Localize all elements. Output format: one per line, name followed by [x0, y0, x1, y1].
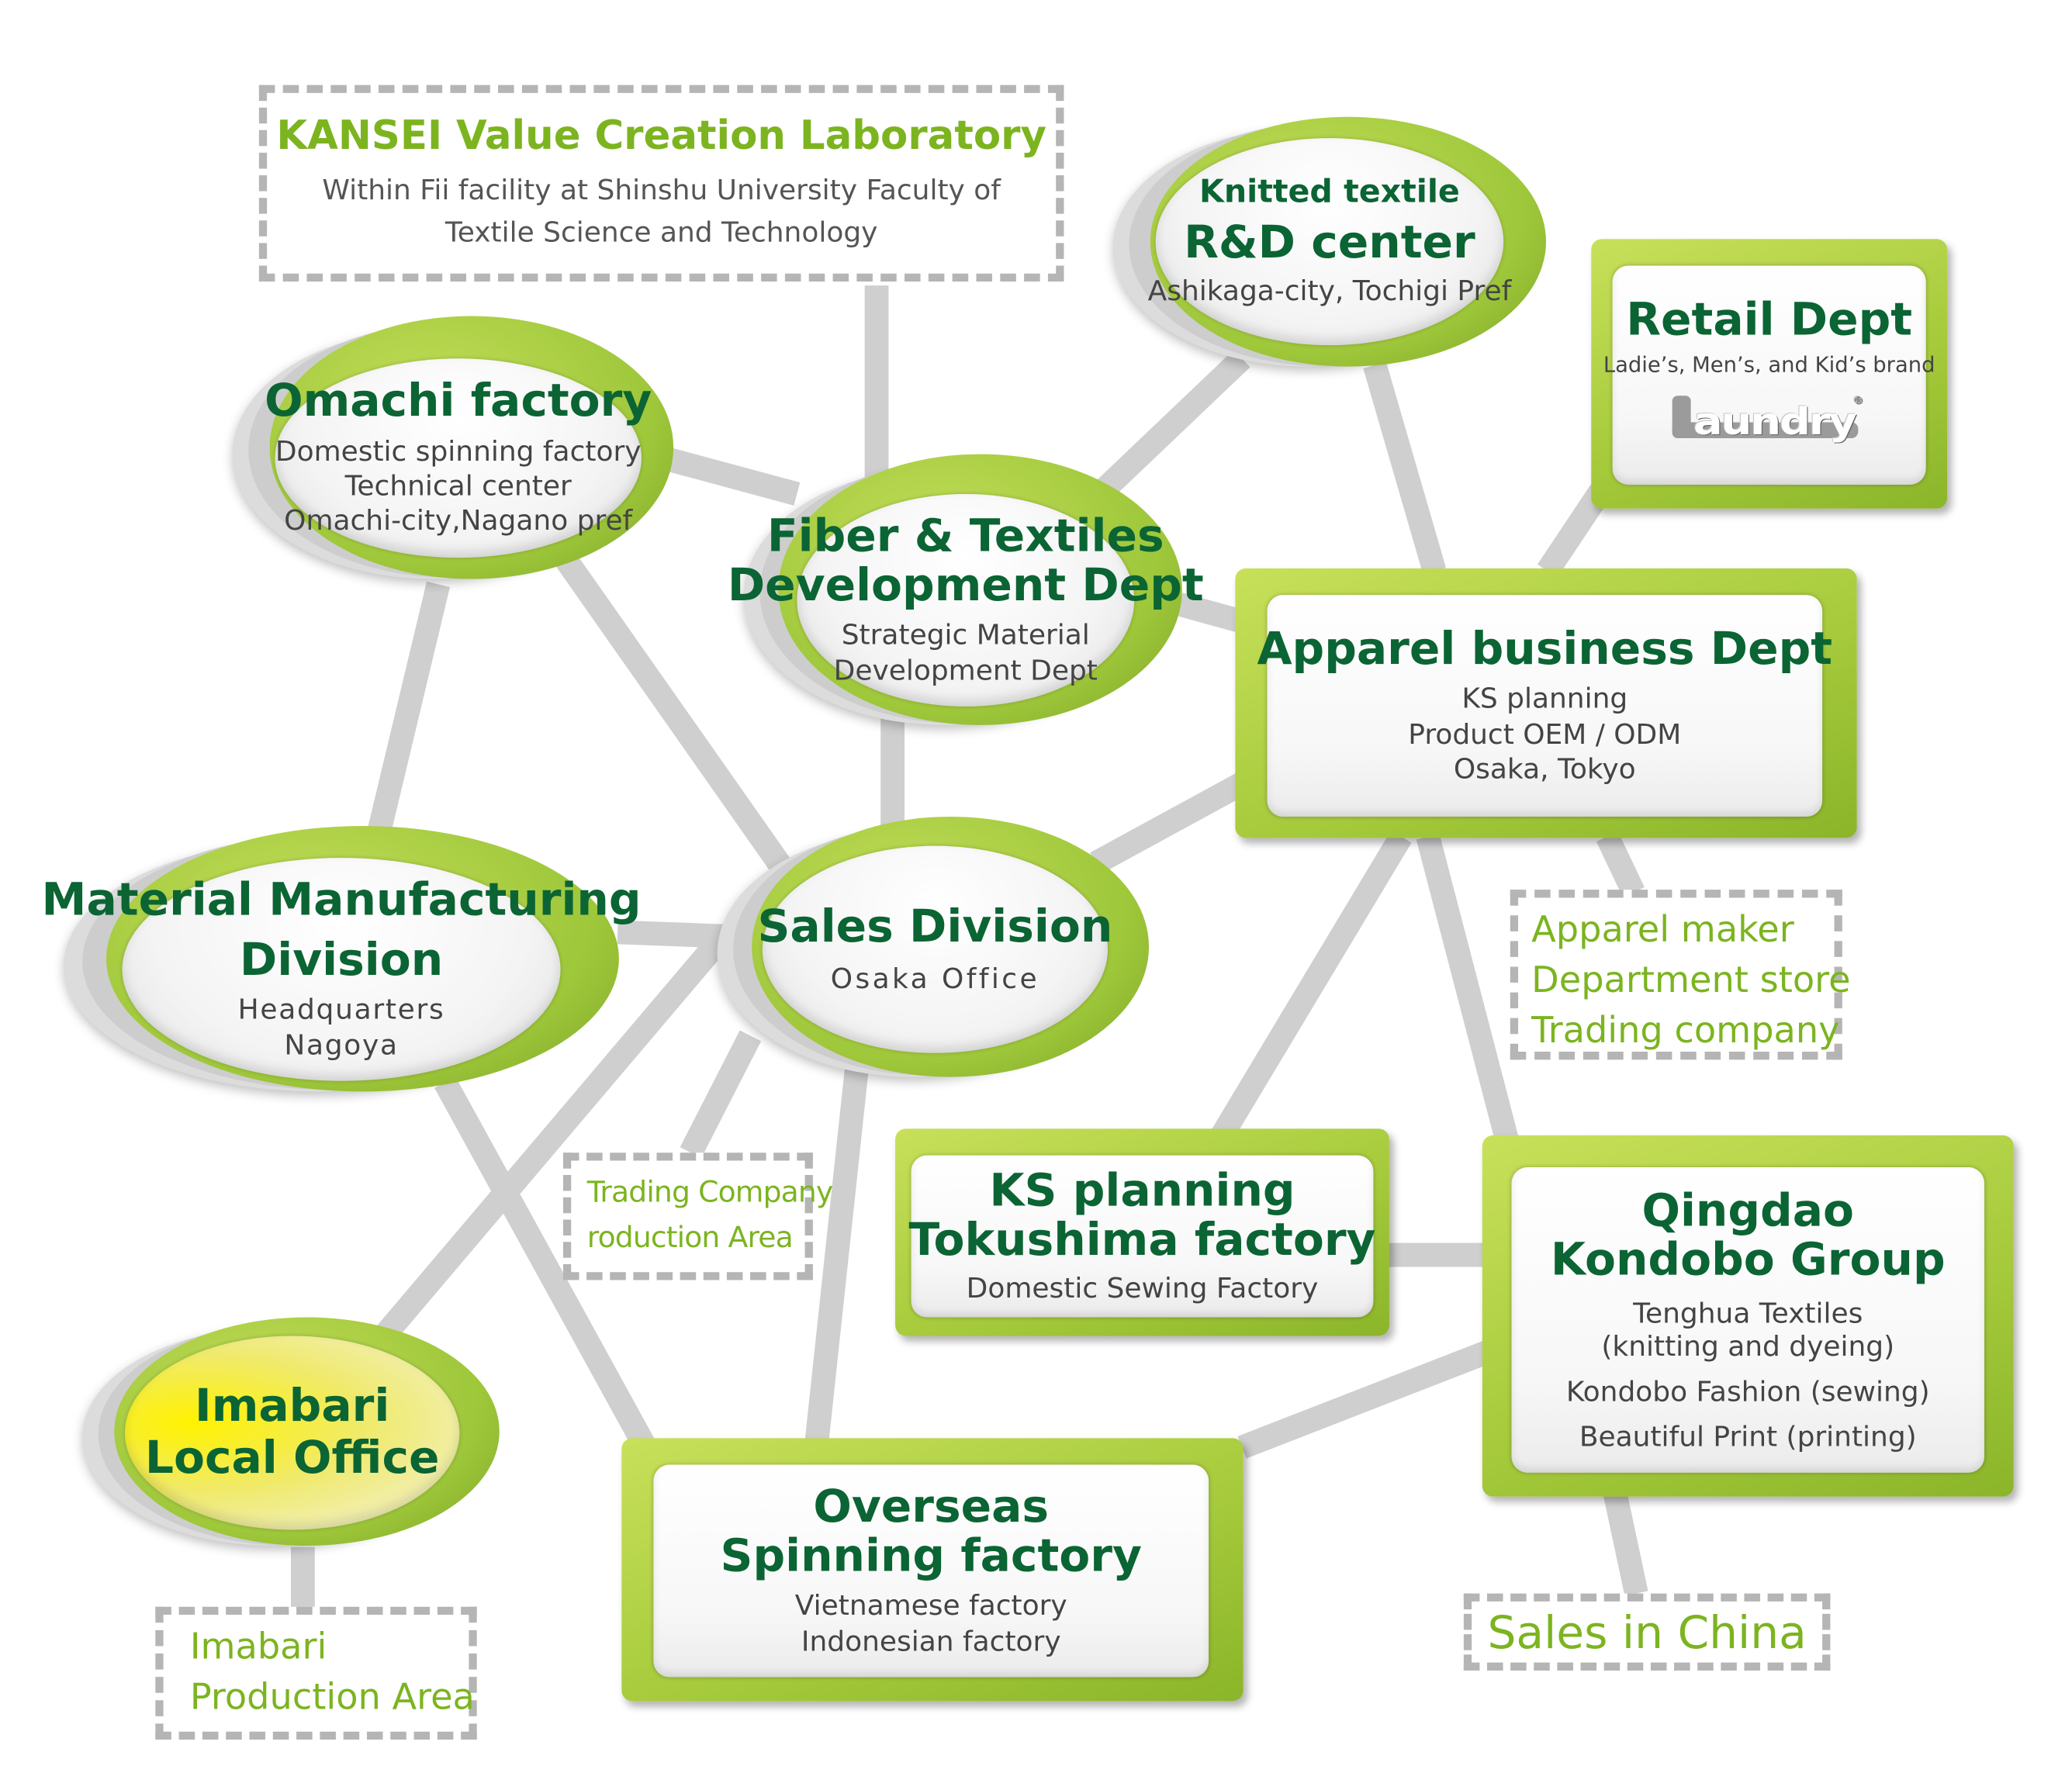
- material-line: Headquarters: [237, 993, 445, 1026]
- sales-division-node: Sales Division Osaka Office: [717, 817, 1150, 1082]
- omachi-title: Omachi factory: [265, 375, 652, 428]
- sales-in-china-box: Sales in China: [1463, 1593, 1831, 1671]
- retail-title: Retail Dept: [1626, 292, 1913, 347]
- overseas-spinning-node: Overseas Spinning factory Vietnamese fac…: [621, 1438, 1244, 1702]
- overseas-title-line: Spinning factory: [720, 1529, 1142, 1583]
- qingdao-line: Tenghua Textiles: [1633, 1298, 1863, 1330]
- kansei-lab-title: KANSEI Value Creation Laboratory: [276, 112, 1046, 160]
- link-material-overseas: [434, 1076, 655, 1451]
- qingdao-line: Kondobo Fashion (sewing): [1565, 1375, 1930, 1408]
- qingdao-kondobo-node: Qingdao Kondobo Group Tenghua Textiles (…: [1482, 1135, 2014, 1497]
- qingdao-title-line: Kondobo Group: [1550, 1233, 1946, 1287]
- fiber-textiles-dept-node: Fiber & Textiles Development Dept Strate…: [728, 454, 1204, 731]
- svg-text:aundry: aundry: [1693, 402, 1857, 444]
- fiber-title-line: Fiber & Textiles: [766, 510, 1164, 564]
- trading-company-box: Trading Company roduction Area: [562, 1152, 833, 1280]
- qingdao-line: Beautiful Print (printing): [1579, 1420, 1917, 1453]
- sales-china-label: Sales in China: [1487, 1606, 1807, 1660]
- link-qingdao-china: [1602, 1484, 1648, 1596]
- link-apparel-qingdao: [1416, 833, 1520, 1146]
- overseas-line: Vietnamese factory: [794, 1590, 1067, 1622]
- omachi-line: Omachi-city,Nagano pref: [284, 505, 633, 537]
- fiber-subline: Development Dept: [833, 654, 1098, 686]
- apparel-line: Product OEM / ODM: [1408, 717, 1682, 750]
- overseas-title-line: Overseas: [813, 1481, 1050, 1534]
- link-material-sales: [617, 920, 725, 949]
- knitted-location: Ashikaga-city, Tochigi Pref: [1147, 275, 1512, 307]
- imabari-title-line: Imabari: [195, 1380, 390, 1433]
- laundry-logo: aundry ®: [1669, 392, 1869, 454]
- customer-type: Department store: [1531, 959, 1851, 1001]
- sales-office: Osaka Office: [830, 962, 1040, 995]
- retail-brand-line: Ladie’s, Men’s, and Kid’s brand: [1603, 352, 1935, 378]
- link-qingdao-overseas: [1237, 1340, 1493, 1459]
- material-manufacturing-node: Material Manufacturing Division Headquar…: [42, 825, 642, 1097]
- link-fiber-apparel: [1176, 593, 1246, 634]
- imabari-local-office-node: Imabari Local Office: [82, 1317, 500, 1551]
- material-line: Nagoya: [284, 1028, 399, 1061]
- customer-type: Trading company: [1531, 1010, 1840, 1052]
- imabari-production-line: Production Area: [189, 1677, 475, 1719]
- imabari-title-line: Local Office: [144, 1431, 440, 1485]
- link-sales-imabari: [375, 935, 727, 1342]
- link-apparel-note: [1596, 831, 1645, 898]
- ks-title-line: KS planning: [989, 1164, 1295, 1218]
- trading-line: roduction Area: [586, 1222, 794, 1256]
- trading-line: Trading Company: [586, 1177, 833, 1210]
- link-knitted-fiber: [1094, 350, 1250, 500]
- apparel-business-dept-node: Apparel business Dept KS planning Produc…: [1235, 568, 1857, 838]
- material-title-line: Material Manufacturing: [41, 873, 642, 928]
- link-retail-apparel: [1537, 484, 1611, 578]
- overseas-line: Indonesian factory: [801, 1625, 1061, 1657]
- apparel-line: KS planning: [1461, 682, 1628, 715]
- knitted-kicker: Knitted textile: [1199, 171, 1460, 209]
- link-sales-overseas: [804, 1067, 869, 1443]
- link-omachi-sales: [555, 551, 794, 877]
- material-title-line: Division: [239, 933, 444, 987]
- qingdao-line: (knitting and dyeing): [1601, 1329, 1895, 1362]
- omachi-factory-node: Omachi factory Domestic spinning factory…: [232, 316, 674, 585]
- omachi-line: Technical center: [344, 470, 572, 503]
- link-sales-trading: [680, 1030, 762, 1159]
- ks-tokushima-node: KS planning Tokushima factory Domestic S…: [895, 1128, 1389, 1336]
- fiber-title-line: Development Dept: [727, 558, 1204, 612]
- laundry-logo-mark: aundry ®: [1672, 395, 1863, 444]
- imabari-production-line: Imabari: [189, 1626, 327, 1668]
- link-knitted-apparel: [1363, 361, 1446, 575]
- kansei-lab-box: KANSEI Value Creation Laboratory Within …: [258, 85, 1064, 282]
- ks-title-line: Tokushima factory: [908, 1213, 1376, 1267]
- link-omachi-material: [366, 581, 451, 837]
- link-omachi-fiber: [661, 446, 801, 506]
- knitted-title: R&D center: [1184, 216, 1475, 271]
- qingdao-title-line: Qingdao: [1641, 1184, 1855, 1238]
- retail-dept-node: Retail Dept Ladie’s, Men’s, and Kid’s br…: [1591, 239, 1948, 509]
- omachi-line: Domestic spinning factory: [275, 435, 642, 468]
- fiber-subline: Strategic Material: [841, 619, 1090, 651]
- apparel-line: Osaka, Tokyo: [1453, 752, 1636, 785]
- kansei-lab-line: Textile Science and Technology: [444, 216, 878, 248]
- sales-title: Sales Division: [757, 900, 1113, 953]
- kansei-lab-line: Within Fii facility at Shinshu Universit…: [322, 174, 1001, 206]
- knitted-rd-center-node: Knitted textile R&D center Ashikaga-city…: [1112, 116, 1547, 372]
- apparel-title: Apparel business Dept: [1257, 622, 1833, 676]
- link-apparel-ks: [1212, 830, 1412, 1142]
- customer-type: Apparel maker: [1531, 909, 1794, 951]
- apparel-customers-box: Apparel maker Department store Trading c…: [1510, 890, 1851, 1060]
- ks-subline: Domestic Sewing Factory: [966, 1271, 1319, 1304]
- imabari-production-box: Imabari Production Area: [155, 1606, 477, 1740]
- link-apparel-sales: [1090, 772, 1248, 874]
- svg-text:®: ®: [1853, 395, 1863, 407]
